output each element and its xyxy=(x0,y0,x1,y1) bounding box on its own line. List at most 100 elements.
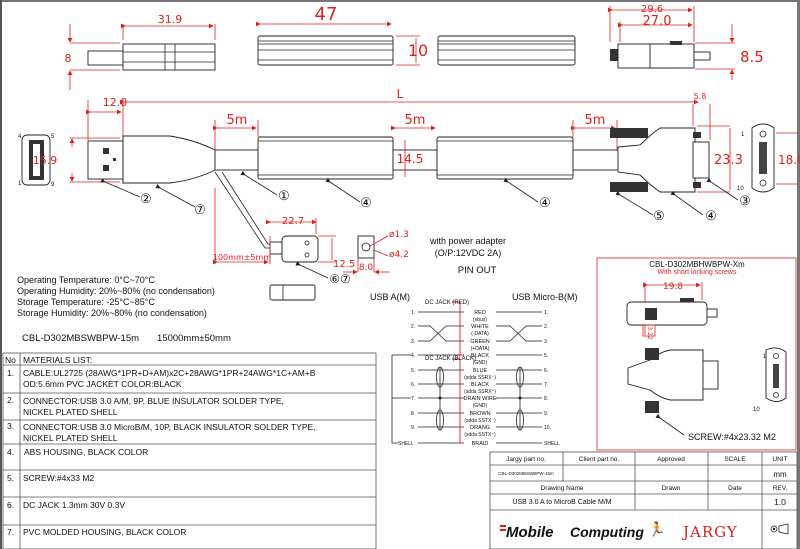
wire-function: (sdda SSTX⁻) xyxy=(464,418,496,424)
dim-seg1: 5m xyxy=(227,113,248,128)
pin-a-9: 9 xyxy=(51,182,55,188)
dim-plug-length: 31.9 xyxy=(158,13,183,26)
material-no: 2. xyxy=(7,395,14,405)
material-text: CONNECTOR:USB 3.0 MicroB/M, 10P, BLACK I… xyxy=(23,422,316,432)
dim-plug-height: 8 xyxy=(65,52,72,65)
adapter-note-1: with power adapter xyxy=(429,236,506,246)
usb-a-face xyxy=(21,134,51,186)
materials-no-header: No xyxy=(5,355,16,365)
pin-b-1: 1 xyxy=(741,132,745,138)
pin-right-number: 1. xyxy=(544,310,548,316)
pin-right-number: SHELL xyxy=(544,441,560,447)
wire-name: BLACK xyxy=(471,353,489,359)
variant-connector-views xyxy=(626,282,787,436)
wire-function: (sdda SSTX⁺) xyxy=(464,432,496,438)
dc-red-wire xyxy=(452,301,464,356)
logo-jargy: JARGY xyxy=(681,523,738,541)
dim-ferrite-length: 47 xyxy=(315,4,338,25)
tb-approved-label: Approved xyxy=(657,456,685,463)
pin-left-number: 1. xyxy=(411,310,415,316)
tb-jargy-part-label: Jargy part no. xyxy=(506,456,546,463)
tb-client-part-label: Client part no. xyxy=(579,456,620,463)
tb-rev-label: REV. xyxy=(773,485,788,492)
callout-4: ④ xyxy=(539,195,551,210)
pin-left-number: 4. xyxy=(411,353,415,359)
dim-dc-outer: ø4.2 xyxy=(389,250,409,260)
material-text: OD:5.6mm PVC JACKET COLOR:BLACK xyxy=(23,379,182,389)
wire-name: DRAIN WIRE xyxy=(464,396,497,402)
dim-dc-width: 8.0 xyxy=(359,263,374,273)
tb-date-label: Date xyxy=(728,485,742,492)
dim-dc-length: 22.7 xyxy=(282,216,304,227)
wire-name: WHITE xyxy=(471,324,489,330)
dim-plug-height-main: 15.9 xyxy=(33,154,58,167)
env-line: Storage Temperature: -25°C~85°C xyxy=(17,297,155,307)
drain-node xyxy=(438,396,442,400)
pin-left-number: 3. xyxy=(411,339,415,345)
wire-name: ORANG xyxy=(470,425,490,431)
wire-function: (GND) xyxy=(473,403,488,409)
dc-black-wire xyxy=(452,358,464,444)
dim-screw-offset: 5.8 xyxy=(694,92,707,101)
material-no: 1. xyxy=(7,368,14,378)
dim-micro-face: 18.0 xyxy=(778,153,800,167)
variant-box xyxy=(596,257,797,451)
materials-table xyxy=(2,352,377,549)
material-no: 6. xyxy=(7,500,14,510)
pin-left-number: 8. xyxy=(411,411,415,417)
pin-right-number: 2. xyxy=(544,324,548,330)
wire-name: GREEN xyxy=(470,339,490,345)
dim-seg2: 5m xyxy=(405,113,426,128)
frame-right xyxy=(797,0,800,549)
model-part: CBL-D302MBSWBPW-15m xyxy=(22,333,139,344)
callout-leaders xyxy=(100,170,739,279)
tb-jargy-part: CBL-D302MBSWBPW-15m xyxy=(498,471,554,476)
ground-bus xyxy=(391,354,411,444)
logo-mobile: Mobile xyxy=(506,524,554,541)
env-line: Storage Humidity: 20%~80% (no condensati… xyxy=(17,308,207,318)
twisted-pair xyxy=(509,325,527,342)
dim-ferrite-dia: 14.5 xyxy=(397,152,424,166)
wire-function: (vbus) xyxy=(473,317,487,323)
variant-dim-width: 19.8 xyxy=(663,282,683,292)
material-text: NICKEL PLATED SHELL xyxy=(23,407,118,417)
material-text: NICKEL PLATED SHELL xyxy=(23,433,118,443)
dim-micro-height-main: 23.3 xyxy=(714,153,743,168)
projection-symbol-icon xyxy=(770,523,789,535)
variant-title: CBL-D302MBHWBPW-Xm xyxy=(649,260,745,269)
callout-7: ⑦ xyxy=(194,202,206,217)
material-no: 3. xyxy=(7,421,14,431)
pin-b-10: 10 xyxy=(737,186,744,192)
micro-b-face xyxy=(751,123,798,193)
usb-a-plug xyxy=(69,135,216,184)
pin-right-number: 5. xyxy=(544,353,548,359)
callout-4: ④ xyxy=(705,208,717,223)
material-no: 7. xyxy=(7,527,14,537)
wire-function: (-DATA) xyxy=(471,331,489,337)
variant-pin-10: 10 xyxy=(753,407,760,413)
material-text: SCREW:#4x33 M2 xyxy=(23,473,94,483)
pinout-title: PIN OUT xyxy=(458,265,497,276)
pin-right-number: 6. xyxy=(544,368,548,374)
pin-right-number: 3. xyxy=(544,339,548,345)
top-usb-plug-view xyxy=(67,23,216,80)
pinout-wires: 1.RED(vbus)1.2.WHITE(-DATA)2.3.GREEN(+DA… xyxy=(391,301,560,447)
drain-node xyxy=(518,396,522,400)
pin-right-number: 7. xyxy=(544,382,548,388)
material-no: 4. xyxy=(7,447,14,457)
tb-drawn-label: Drawn xyxy=(662,485,681,492)
callout-5: ⑤ xyxy=(653,208,665,223)
wire-name: RED xyxy=(474,310,486,316)
pin-right-number: 10. xyxy=(544,425,551,431)
material-text: ABS HOUSING, BLACK COLOR xyxy=(24,447,148,457)
dim-seg3: 5m xyxy=(585,113,606,128)
dim-dc-branch: 100mm±5mm xyxy=(213,253,271,262)
wire-name: BLUE xyxy=(473,368,488,374)
top-ferrite-view xyxy=(256,21,576,66)
callout-6-7: ⑥⑦ xyxy=(329,272,351,286)
pin-a-4: 4 xyxy=(18,134,22,140)
wire-name: BRAID xyxy=(472,441,489,447)
env-line: Operating Temperature: 0°C~70°C xyxy=(17,275,155,285)
model-length: 15000mm±50mm xyxy=(157,333,231,344)
dim-plug-tip: 12.0 xyxy=(103,96,128,109)
